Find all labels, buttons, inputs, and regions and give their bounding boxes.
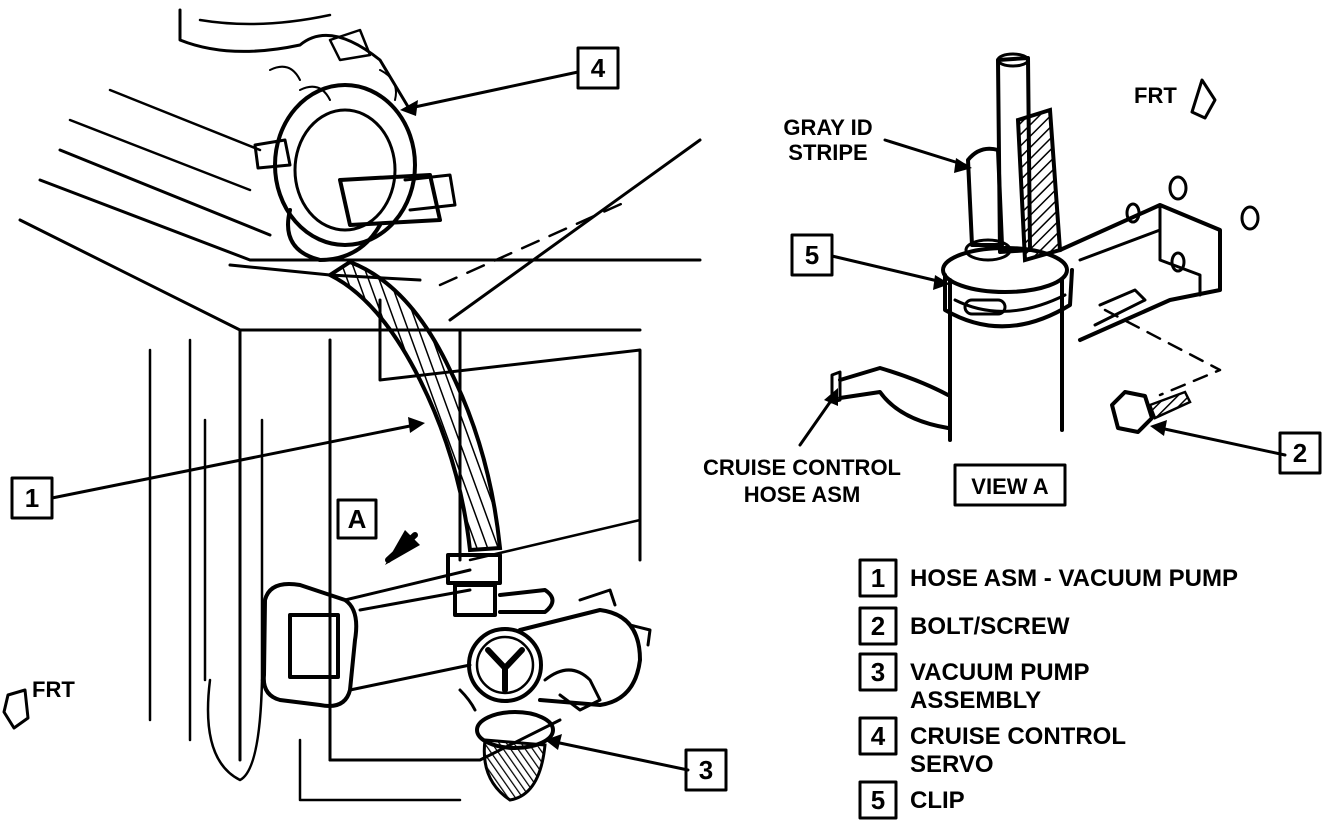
callout-4-number: 4 bbox=[591, 53, 606, 83]
legend-item-3-number: 3 bbox=[871, 657, 885, 687]
legend-item-1: 1 HOSE ASM - VACUUM PUMP bbox=[858, 558, 1238, 598]
legend-item-3-text-line2: ASSEMBLY bbox=[910, 687, 1041, 714]
legend-item-4-text-line2: SERVO bbox=[910, 751, 994, 778]
callout-3-number: 3 bbox=[699, 755, 713, 785]
legend-item-4-text-line1: CRUISE CONTROL bbox=[910, 723, 1126, 750]
engine-compartment-illustration bbox=[18, 8, 702, 802]
legend-item-2-number: 2 bbox=[871, 611, 885, 641]
legend-item-5-number: 5 bbox=[871, 785, 885, 815]
callout-1: 1 bbox=[10, 476, 54, 520]
legend-item-1-number: 1 bbox=[871, 563, 885, 593]
legend-item-5-text: CLIP bbox=[910, 787, 965, 814]
frt-right-label: FRT bbox=[1134, 83, 1177, 108]
frt-arrow-right: FRT bbox=[1134, 78, 1217, 120]
frt-left-label: FRT bbox=[32, 677, 75, 702]
frt-arrow-left: FRT bbox=[2, 677, 75, 730]
legend-item-4: 4 CRUISE CONTROL SERVO bbox=[858, 716, 1126, 778]
legend-item-4-number: 4 bbox=[871, 721, 886, 751]
callout-3: 3 bbox=[684, 748, 728, 792]
view-a-marker: A bbox=[336, 498, 378, 540]
view-a-caption-text: VIEW A bbox=[971, 474, 1049, 499]
legend-item-3-text-line1: VACUUM PUMP bbox=[910, 659, 1090, 686]
view-a-caption: VIEW A bbox=[953, 463, 1067, 507]
legend-item-1-text: HOSE ASM - VACUUM PUMP bbox=[910, 565, 1238, 592]
view-a-illustration bbox=[830, 52, 1260, 442]
callout-5-number: 5 bbox=[805, 240, 819, 270]
callout-4: 4 bbox=[576, 46, 620, 90]
gray-id-label-line2: STRIPE bbox=[788, 140, 867, 165]
leader-lines bbox=[50, 70, 1287, 772]
legend-item-2-text: BOLT/SCREW bbox=[910, 613, 1070, 640]
view-a-marker-letter: A bbox=[348, 504, 367, 534]
callout-1-number: 1 bbox=[25, 483, 39, 513]
callout-2: 2 bbox=[1278, 431, 1322, 475]
gray-id-label-line1: GRAY ID bbox=[783, 115, 872, 140]
cruise-hose-label-line2: HOSE ASM bbox=[744, 482, 861, 507]
legend-item-2: 2 BOLT/SCREW bbox=[858, 606, 1070, 646]
callout-5: 5 bbox=[790, 233, 834, 277]
legend: 1 HOSE ASM - VACUUM PUMP 2 BOLT/SCREW 3 … bbox=[858, 558, 1238, 820]
legend-item-3: 3 VACUUM PUMP ASSEMBLY bbox=[858, 652, 1090, 714]
legend-item-5: 5 CLIP bbox=[858, 780, 965, 820]
callout-2-number: 2 bbox=[1293, 438, 1307, 468]
cruise-hose-label-line1: CRUISE CONTROL bbox=[703, 455, 901, 480]
